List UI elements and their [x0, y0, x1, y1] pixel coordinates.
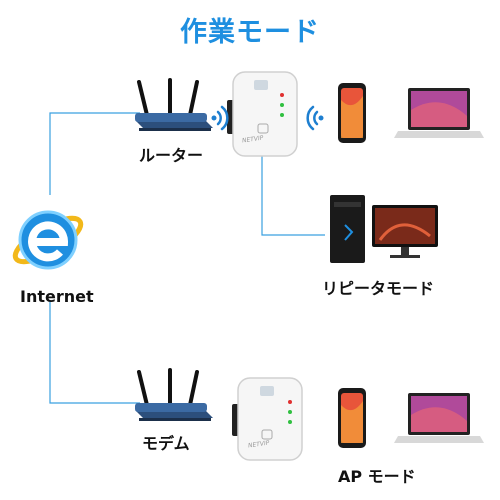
page-title: 作業モード: [180, 17, 320, 48]
repeater-icon-bottom: [232, 377, 303, 461]
internet-explorer-icon: [12, 210, 84, 270]
desktop-pc-icon: [330, 195, 438, 263]
repeater-mode-label: リピータモード: [322, 279, 435, 298]
connection-lines: [49, 112, 325, 404]
router-icon-bottom: [135, 368, 213, 421]
internet-to-modem-line: [49, 300, 140, 404]
laptop-icon-bottom: [394, 393, 484, 443]
wifi-icon-left: [211, 105, 229, 131]
internet-label: Internet: [20, 287, 94, 306]
smartphone-icon-top: [338, 83, 366, 143]
repeater-icon-top: [227, 71, 298, 157]
repeater-to-pc-line: [261, 155, 325, 236]
smartphone-icon-bottom: [338, 388, 366, 448]
router-label: ルーター: [139, 146, 204, 165]
laptop-icon-top: [394, 88, 484, 138]
router-icon-top: [135, 78, 213, 131]
ap-mode-label: AP モード: [338, 467, 416, 486]
internet-to-router-line: [49, 112, 140, 195]
modem-label: モデム: [142, 434, 190, 453]
wifi-icon-right: [306, 105, 324, 131]
